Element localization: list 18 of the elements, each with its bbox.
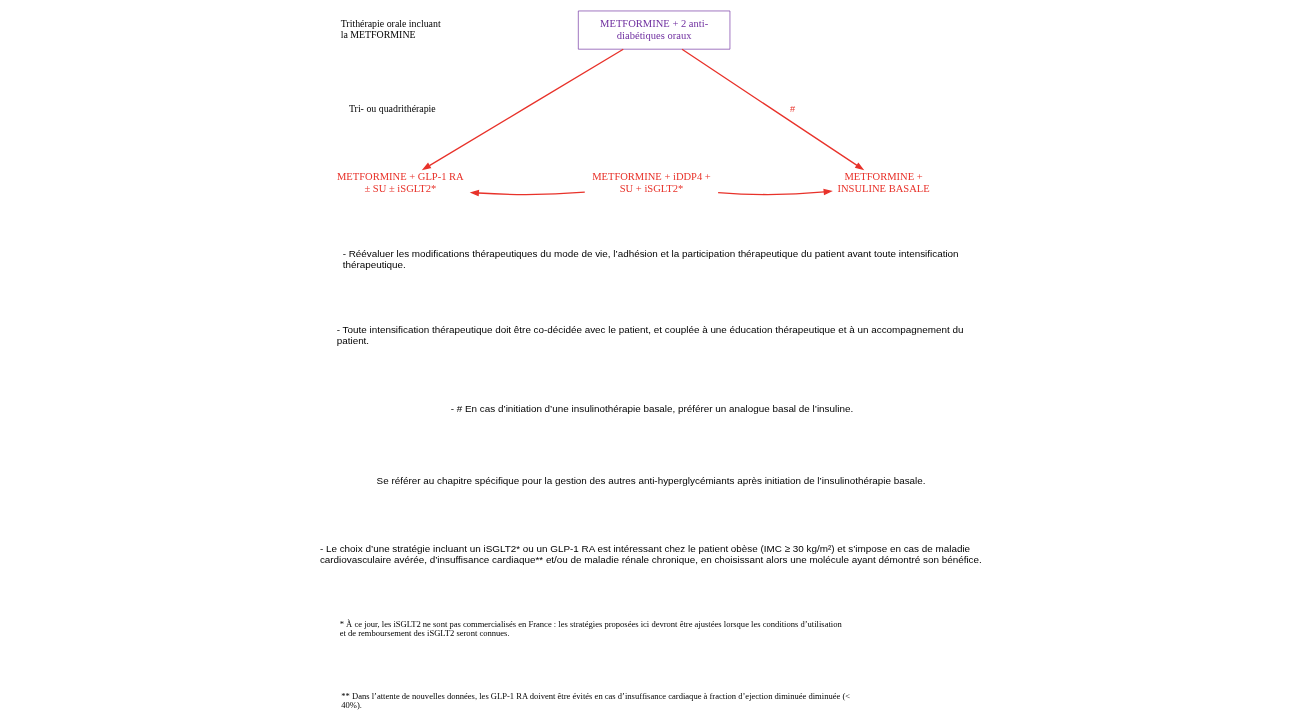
label: * À ce jour, les iSGLT2 ne sont pas commercialisés en France : les stratégies proposées ici devront être ajustées lorsque les conditions d’utilisation et de remboursement des iSGLT2 seront connues. (339, 618, 842, 639)
arrow (469, 189, 586, 197)
label: Se référer au chapitre spécifique pour la gestion des autres anti-hyperglycémiants après initiation de l’insulinothérapie basale. (376, 474, 926, 486)
node-box: METFORMINE + 2 anti-diabétiques oraux (578, 10, 731, 50)
edge-label: # (790, 103, 796, 114)
node-text: METFORMINE + INSULINE BASALE (837, 171, 930, 195)
label: Trithérapie orale incluant la METFORMINE (340, 17, 441, 40)
arrow (681, 48, 865, 171)
arrow (421, 48, 624, 171)
label: ** Dans l’attente de nouvelles données, les GLP-1 RA doivent être évités en cas d’insuffisance cardiaque à fraction d’ejection diminuée diminuée (< 40%). (341, 690, 851, 711)
label: Tri- ou quadrithérapie (348, 102, 436, 114)
node-text: METFORMINE + iDDP4 + SU + iSGLT2* (592, 171, 711, 195)
label: - Le choix d’une stratégie incluant un iSGLT2* ou un GLP-1 RA est intéressant chez le patient obèse (IMC ≥ 30 kg/m²) et s’impose en cas de maladie cardiovasculaire avérée, d’insuffisance cardiaque** et/ou de maladie rénale chronique, en choisissant alors une molécule ayant démontré son bénéfice. (319, 543, 982, 566)
label: - Toute intensification thérapeutique doit être co-décidée avec le patient, et couplée à une éducation thérapeutique et à un accompagnement du patient. (336, 323, 964, 346)
label: - Réévaluer les modifications thérapeutiques du mode de vie, l’adhésion et la participation thérapeutique du patient avant toute intensification thérapeutique. (342, 247, 959, 271)
label: - # En cas d’initiation d’une insulinothérapie basale, préférer un analogue basal de l’insuline. (450, 403, 854, 415)
node-text: METFORMINE + GLP-1 RA ± SU ± iSGLT2* (336, 171, 464, 195)
arrow (717, 188, 833, 196)
